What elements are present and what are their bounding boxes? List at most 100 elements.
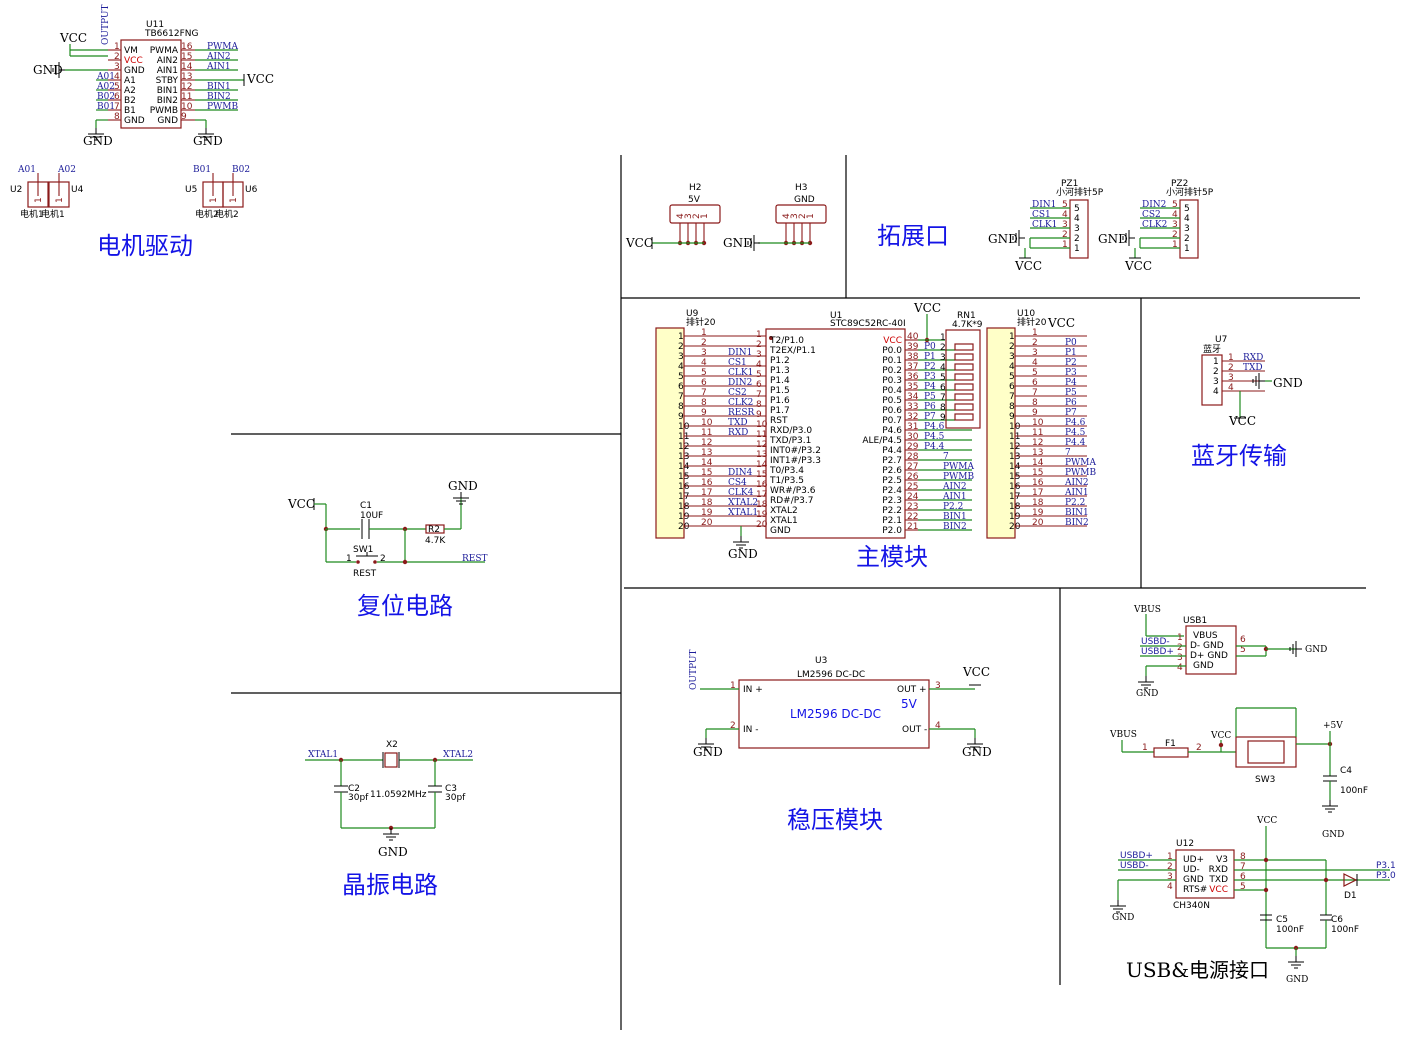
tb6612-pin-name: AIN1	[157, 66, 178, 76]
pz-ref: PZ1	[1061, 179, 1078, 189]
tb6612-net: AIN1	[206, 62, 231, 72]
pz-vcc: VCC	[1124, 259, 1152, 273]
tb6612-pin-num: 11	[181, 92, 192, 102]
junction-dot	[1323, 877, 1329, 883]
mcu-pin-num: 35	[907, 382, 918, 392]
section-title-bluetooth: 蓝牙传输	[1191, 442, 1287, 470]
lm-part: LM2596 DC-DC	[797, 670, 865, 680]
header20-pin-num2: 3	[1032, 348, 1038, 358]
rn1-resistor	[954, 373, 974, 381]
mcu-pin-num: 11	[756, 430, 767, 440]
lm-gnd: GND	[693, 745, 723, 759]
lm-pin4: 4	[935, 721, 941, 731]
tb6612-pin-name: GND	[157, 116, 178, 126]
pz-pin-num2: 5	[1062, 200, 1068, 210]
rn1-resistor	[954, 363, 974, 371]
header20-pin-num: 15	[678, 472, 689, 482]
reset-r-ref: R2	[428, 525, 440, 535]
ground-symbol	[1138, 676, 1154, 689]
sw3-inner	[1247, 740, 1285, 764]
rn1-body	[945, 329, 981, 429]
pz-gnd: GND	[1098, 232, 1128, 246]
mcu-vcc: VCC	[913, 301, 941, 315]
mcu-net: P4.4	[924, 442, 945, 452]
motor-net: B02	[232, 165, 250, 175]
tb6612-pin-num: 16	[181, 42, 193, 52]
tb6612-gnd-bottom2: GND	[193, 134, 223, 148]
xtal-c2: C2	[348, 784, 360, 794]
tb6612-pin-num: 3	[114, 62, 120, 72]
tb6612-pin-num: 7	[114, 102, 120, 112]
header20-pin-num2: 13	[701, 448, 712, 458]
mcu-right-pin-name: P0.1	[882, 356, 902, 366]
usb1-gnd: GND	[1136, 689, 1158, 699]
ch340-pin-num: 3	[1167, 872, 1173, 882]
usb1-pin: D+ GND	[1190, 651, 1228, 661]
ground-symbol	[747, 235, 760, 251]
pz-net: DIN2	[1142, 200, 1166, 210]
pz-pin-num: 4	[1184, 214, 1190, 224]
mcu-pin-num: 33	[907, 402, 918, 412]
sw-pin1: 1	[346, 554, 352, 564]
xtal-value: 11.0592MHz	[370, 790, 427, 800]
pz-body	[1069, 199, 1089, 259]
header20-pin-num: 17	[1009, 492, 1020, 502]
header20-net: AIN1	[1064, 488, 1089, 498]
usb1-pin-num: 2	[1177, 643, 1183, 653]
mcu-pin-num: 1	[756, 330, 762, 340]
header20-net: P4	[1065, 378, 1077, 388]
fuse-pin: 2	[1196, 743, 1202, 753]
header20-pin-num: 3	[1009, 352, 1015, 362]
mcu-right-pin-name: VCC	[883, 336, 902, 346]
header20-pin-num: 5	[678, 372, 684, 382]
mcu-left-pin-name: RST	[770, 416, 788, 426]
tb6612-gnd-bottom: GND	[83, 134, 113, 148]
d1-symbol	[1343, 873, 1358, 887]
lm-out-plus: OUT +	[897, 685, 927, 695]
ch340-gnd: GND	[1112, 913, 1134, 923]
mcu-right-pin-name: P2.2	[882, 506, 902, 516]
pz-pin-num2: 3	[1062, 220, 1068, 230]
tb6612-pin-name: BIN2	[157, 96, 178, 106]
sw-contact	[373, 560, 377, 564]
pz-value: 小河排针5P	[1166, 186, 1214, 198]
tb6612-pin-name: A1	[124, 76, 136, 86]
header20-pin-num2: 11	[1032, 428, 1043, 438]
rn1-pin-num: 6	[940, 383, 946, 393]
header20-pin-num2: 3	[701, 348, 707, 358]
mcu-left-pin-name: INT1#/P3.3	[770, 456, 821, 466]
header20-pin-num: 15	[1009, 472, 1020, 482]
region-dividers	[231, 155, 1366, 1030]
mcu-right-pin-name: P2.4	[882, 486, 902, 496]
ground-symbol	[967, 738, 983, 751]
header20-net: CLK2	[728, 398, 753, 408]
header20-value: 排针20	[1017, 316, 1047, 328]
header20-net: P5	[1065, 388, 1077, 398]
mcu-net: P4.6	[924, 422, 945, 432]
mcu-pin-num: 6	[756, 380, 762, 390]
rn1-pin-num: 2	[940, 343, 946, 353]
pz-pin-num: 1	[1074, 244, 1080, 254]
junction-dot	[1263, 887, 1269, 893]
header20-net: XTAL2	[728, 498, 758, 508]
header20-pin-num2: 19	[1032, 508, 1044, 518]
motor-label: 电机1	[20, 208, 44, 220]
header20-net: P6	[1065, 398, 1077, 408]
pz-net: CS1	[1032, 210, 1051, 220]
header20-pin-num2: 9	[701, 408, 707, 418]
header20-pin-num: 16	[1009, 482, 1021, 492]
ch340-left-pin: UD-	[1183, 865, 1200, 875]
usb1-gnd2: GND	[1305, 645, 1327, 655]
sw-contact	[356, 560, 360, 564]
tb6612-pin-name: VM	[124, 46, 138, 56]
usb1-pin-num: 1	[1177, 633, 1183, 643]
header20-net: P7	[1065, 408, 1077, 418]
tb6612-net: B02	[97, 92, 115, 102]
mcu-net: P2	[924, 362, 936, 372]
lm-in-minus: IN -	[743, 725, 759, 735]
c5-val: 100nF	[1276, 925, 1304, 935]
tb6612-pin-num: 2	[114, 52, 120, 62]
